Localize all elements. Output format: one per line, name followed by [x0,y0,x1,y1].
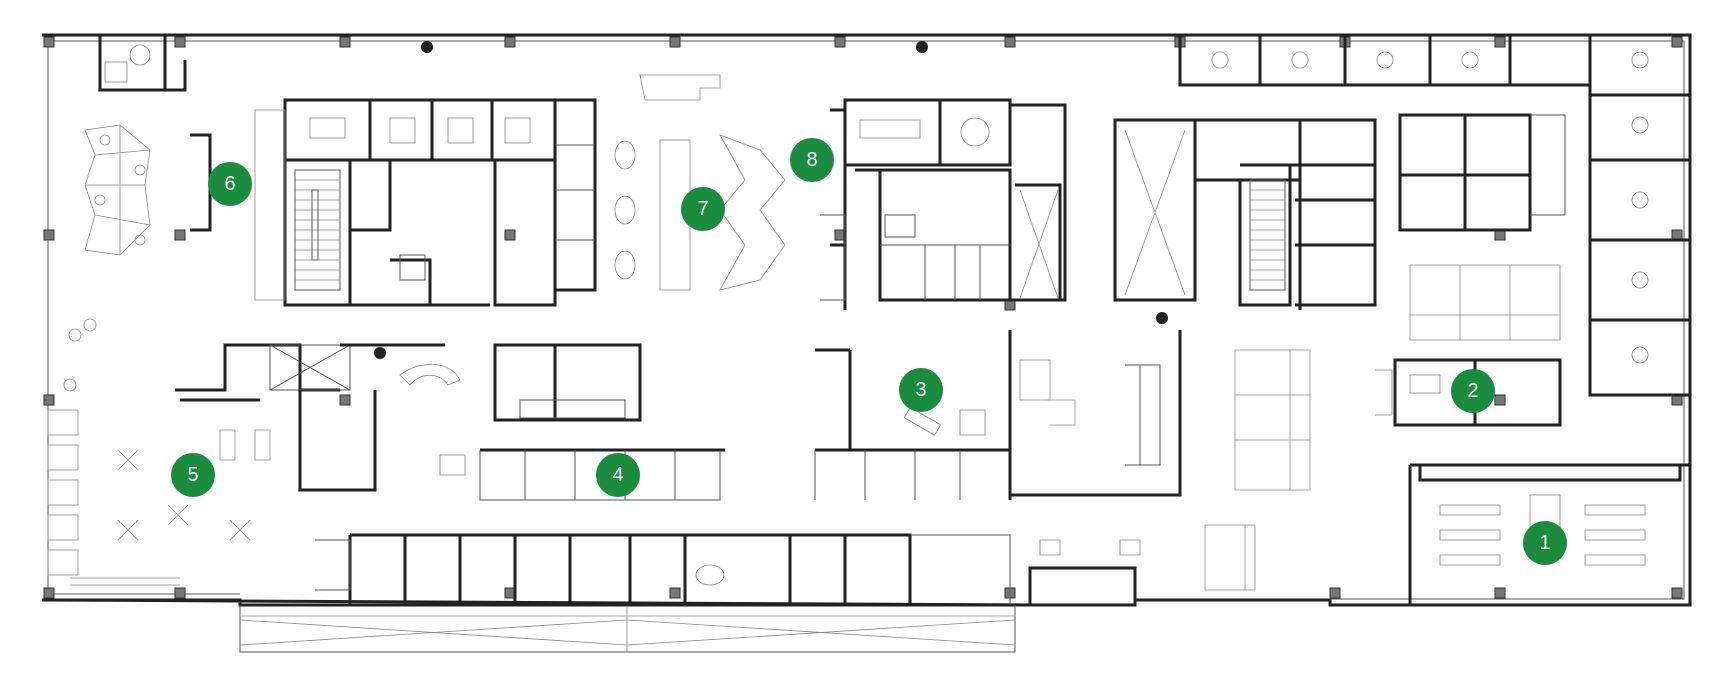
plant-icon [374,347,386,359]
column-icon [174,229,186,241]
zone-marker-4[interactable]: 4 [596,453,640,497]
core-middle-left [175,343,445,492]
column-icon [834,36,846,48]
column-icon [43,394,55,406]
zone-6-meeting-rooms [190,98,597,307]
column-icon [669,36,681,48]
column-icon [339,36,351,48]
zone-5-lounge [47,318,251,586]
column-icon [43,587,55,599]
column-icon [1671,587,1683,599]
zone-marker-2[interactable]: 2 [1451,369,1495,413]
zone-1-training-room [1408,463,1690,605]
plant-icon [421,41,433,53]
column-icon [669,587,681,599]
column-icon [43,229,55,241]
zone-marker-5[interactable]: 5 [171,453,215,497]
column-icon [1494,394,1506,406]
plant-icon [1156,312,1168,324]
offices-bottom-row [315,533,1141,605]
zone-7-workstations [614,74,786,291]
zone-3-collaboration [814,330,1012,500]
plant-icon [916,41,928,53]
zone-marker-1[interactable]: 1 [1523,521,1567,565]
zone-8-conference [820,98,1012,310]
stair-icon [311,189,319,261]
zone-marker-6[interactable]: 6 [208,162,252,206]
offices-top-right [1178,35,1690,397]
column-icon [1494,587,1506,599]
column-icon [1329,587,1341,599]
column-icon [504,36,516,48]
columns [43,36,1683,599]
workstation-cluster-left [84,124,151,256]
column-icon [1671,36,1683,48]
column-icon [504,229,516,241]
workstations-right-center [1204,349,1311,591]
column-icon [1004,36,1016,48]
column-icon [174,587,186,599]
plants [374,41,1168,359]
column-icon [43,36,55,48]
zone-marker-7[interactable]: 7 [681,187,725,231]
column-icon [174,36,186,48]
reception-lobby [1008,330,1182,497]
office-block-right [1398,113,1566,341]
zone-marker-3[interactable]: 3 [899,368,943,412]
corner-office-top-left [98,35,187,92]
restroom-core [855,103,1377,310]
column-icon [1494,36,1506,48]
zone-marker-8[interactable]: 8 [790,138,834,182]
zone-4-workstations [399,343,725,501]
column-icon [339,394,351,406]
